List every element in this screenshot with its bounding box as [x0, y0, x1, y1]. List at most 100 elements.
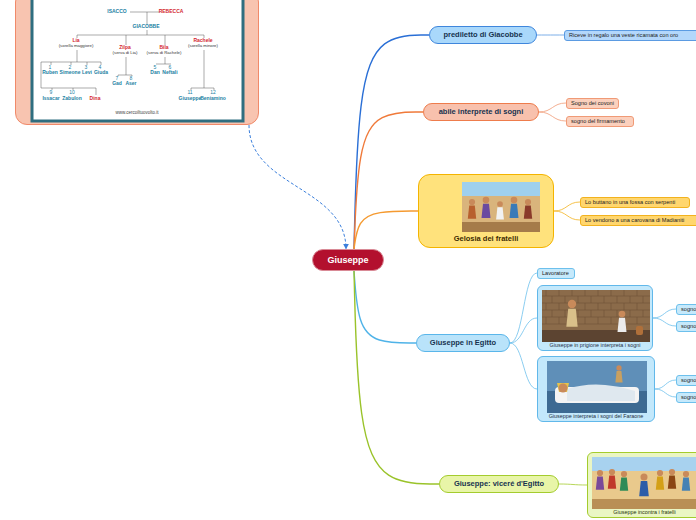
- drawing-part: [542, 310, 650, 311]
- leaf-topic: Lo vendono a una carovana di Madianiti: [580, 215, 696, 226]
- drawing-part: [630, 310, 631, 317]
- drawing-part: [624, 290, 625, 296]
- drawing-part: [32, 0, 243, 121]
- drawing-part: [567, 384, 635, 401]
- drawing-part: [611, 317, 612, 324]
- drawing-part: [643, 296, 644, 303]
- drawing-part: [604, 310, 605, 317]
- tree-label: (serva di Lia): [113, 51, 138, 55]
- central-topic: Giuseppe: [312, 249, 384, 271]
- leaf-topic: sogno: [676, 321, 696, 332]
- drawing-part: [469, 199, 475, 205]
- drawing-part: [592, 457, 696, 509]
- drawing-part: [565, 310, 566, 317]
- connector: [510, 318, 537, 343]
- drawing-part: [497, 201, 503, 207]
- drawing-part: [611, 290, 612, 296]
- drawing-part: [204, 50, 205, 88]
- leaf-topic: Lo buttano in una fossa con serpenti: [580, 197, 690, 208]
- tree-label: Zilpa: [119, 45, 131, 50]
- tree-label: Ruben: [42, 70, 58, 75]
- tree-label: Gad: [112, 81, 122, 86]
- drawing-part: [618, 318, 627, 332]
- connector: [510, 273, 537, 343]
- drawing-part: [572, 290, 573, 296]
- tree-label: Aser: [125, 81, 136, 86]
- leaf-topic: sogno: [676, 375, 696, 386]
- connector: [354, 112, 423, 249]
- node-text: abile interprete di sogni: [439, 108, 524, 117]
- drawing-part: [462, 182, 540, 232]
- connector: [510, 343, 537, 389]
- drawing-part: [77, 50, 78, 62]
- drawing-part: [542, 324, 650, 325]
- drawing-part: [656, 477, 664, 490]
- drawing-part: [609, 469, 615, 475]
- drawing-part: [552, 310, 553, 317]
- drawing-part: [578, 296, 579, 303]
- drawing-part: [510, 204, 519, 218]
- tree-label: Neftali: [162, 70, 177, 75]
- drawing-part: [542, 330, 650, 342]
- drawing-part: [615, 371, 622, 382]
- node-text: Giuseppe incontra i fratelli: [613, 509, 675, 515]
- drawing-part: [598, 303, 599, 310]
- node-text: sogno del firmamento: [571, 118, 625, 124]
- tree-label: Bila: [159, 45, 168, 50]
- drawing-part: [468, 206, 476, 219]
- drawing-part: [542, 290, 650, 342]
- drawing-part: [165, 57, 166, 64]
- tree-label: REBECCA: [159, 9, 184, 14]
- branch-topic: Giuseppe: viceré d'Egitto: [439, 475, 559, 493]
- drawing-part: [617, 296, 618, 303]
- drawing-part: [620, 478, 628, 491]
- drawing-part: [41, 62, 42, 88]
- node-text: Lavoratore: [542, 270, 569, 276]
- drawing-part: [542, 303, 650, 304]
- drawing-part: [568, 300, 576, 308]
- drawing-part: [604, 296, 605, 303]
- connector: [653, 318, 676, 326]
- illustration: [547, 361, 647, 413]
- drawing-part: [147, 12, 148, 24]
- tree-label: 9: [50, 90, 53, 95]
- illustration: [592, 457, 696, 509]
- tree-label: (sorella minore): [188, 44, 218, 48]
- tree-label: Levi: [82, 70, 92, 75]
- drawing-part: [637, 290, 638, 296]
- drawing-part: [130, 12, 159, 13]
- node-text: www.cercoiltuovolto.it: [115, 110, 158, 115]
- node-text: Giuseppe: viceré d'Egitto: [454, 480, 544, 489]
- drawing-part: [592, 457, 696, 471]
- tree-label: 10: [69, 90, 75, 95]
- drawing-part: [542, 317, 650, 318]
- drawing-part: [585, 303, 586, 310]
- drawing-part: [559, 303, 560, 310]
- drawing-part: [557, 383, 569, 392]
- node-text: Lo vendono a una carovana di Madianiti: [585, 217, 684, 223]
- node-text: Giuseppe in prigione interpreta i sogni: [550, 342, 641, 348]
- family-tree-panel: www.cercoiltuovolto.it: [15, 0, 259, 125]
- illustration: [462, 182, 540, 232]
- tree-label: Dan: [150, 70, 159, 75]
- drawing-part: [566, 309, 577, 327]
- drawing-part: [621, 471, 627, 477]
- drawing-part: [657, 470, 663, 476]
- node-text: sogno: [681, 323, 696, 329]
- drawing-part: [598, 290, 599, 296]
- drawing-part: [496, 207, 504, 219]
- drawing-part: [559, 290, 560, 296]
- node-text: Sogno dei covoni: [571, 100, 614, 106]
- drawing-part: [643, 310, 644, 317]
- drawing-part: [547, 361, 647, 413]
- drawing-part: [462, 222, 540, 232]
- tree-label: Issacar: [42, 96, 59, 101]
- leaf-topic: sogno: [676, 304, 696, 315]
- node-text: Giuseppe: [327, 255, 368, 265]
- picture-topic: Giuseppe in prigione interpreta i sogni: [537, 285, 653, 351]
- drawing-part: [165, 35, 166, 45]
- connector: [655, 389, 676, 397]
- drawing-part: [637, 303, 638, 310]
- tree-label: Zabulon: [62, 96, 81, 101]
- drawing-part: [542, 296, 650, 297]
